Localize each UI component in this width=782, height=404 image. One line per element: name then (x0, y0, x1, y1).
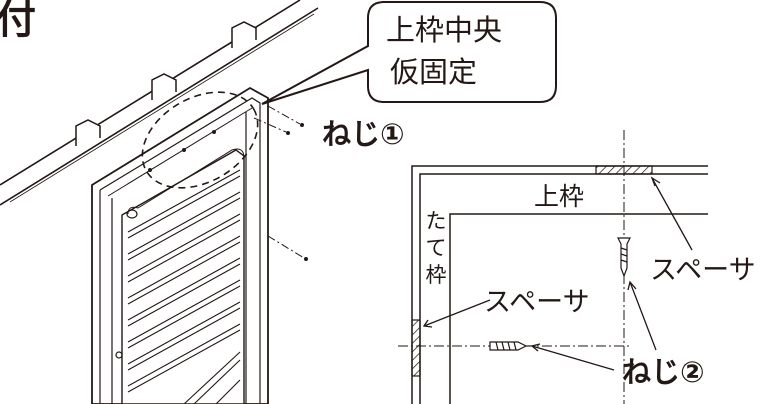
screw-1-label: ねじ① (322, 117, 405, 151)
leader-lines (422, 176, 693, 371)
beam-posts (75, 21, 257, 146)
callout-text-line1: 上枠中央 (386, 13, 503, 47)
screw-horizontal (489, 341, 532, 351)
vertical-frame-char: 枠 (425, 263, 447, 287)
perspective-screws (148, 123, 308, 261)
vertical-frame-label: た て 枠 (423, 208, 449, 289)
highlight-ellipse (141, 91, 259, 189)
screw-2-label: ねじ② (622, 355, 705, 389)
spacer-label-left: スペーサ (484, 287, 590, 318)
callout-bubble (261, 1, 557, 105)
vertical-frame-char: た (425, 209, 447, 233)
shutter-unit (91, 86, 269, 404)
spacer-side (411, 319, 421, 377)
callout-text-line2: 仮固定 (390, 55, 478, 89)
top-frame-label: 上枠 (534, 182, 585, 211)
screw-vertical (617, 237, 631, 278)
spacer-label-right: スペーサ (650, 255, 756, 286)
heading-fragment: 付 (0, 0, 36, 43)
perspective-screw-guides (253, 105, 305, 259)
vertical-frame-char: て (425, 236, 447, 260)
